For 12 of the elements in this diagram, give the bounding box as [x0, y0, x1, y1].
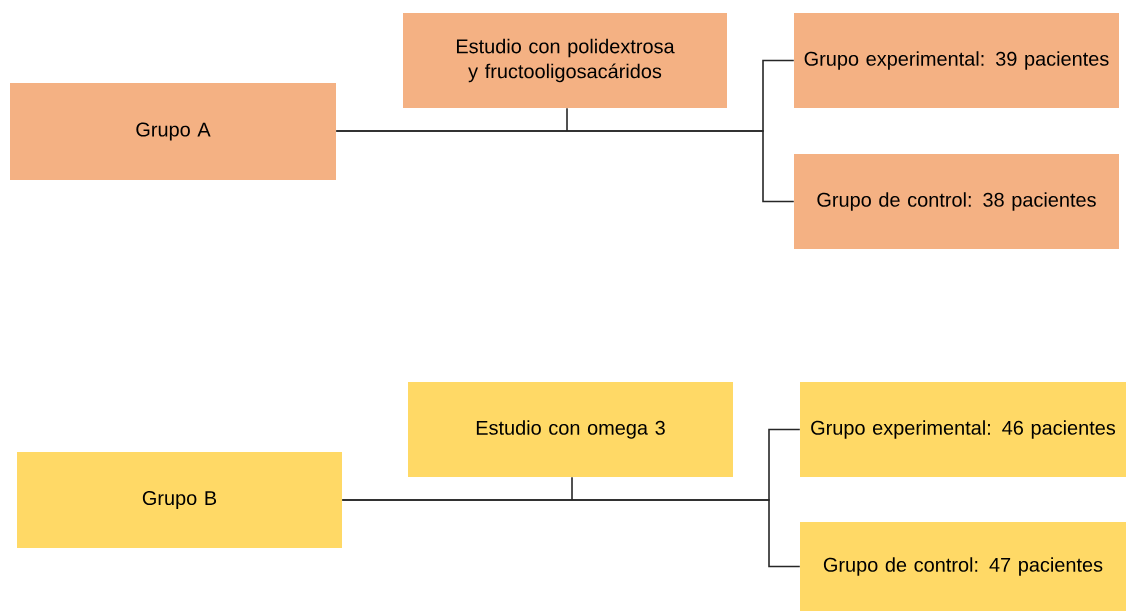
connector-line [335, 130, 795, 203]
connector-line [341, 499, 801, 568]
subgroup-box: Grupo experimental: 39 pacientes [794, 13, 1119, 108]
group-box: Grupo B [17, 452, 342, 548]
subgroup-box: Grupo experimental: 46 pacientes [800, 382, 1126, 477]
group-box: Grupo A [10, 83, 336, 180]
study-box: Estudio con polidextrosa y fructooligosacáridos [403, 13, 727, 108]
study-box: Estudio con omega 3 [408, 382, 733, 477]
connector-line [571, 476, 573, 501]
subgroup-box: Grupo de control: 38 pacientes [794, 154, 1119, 249]
subgroup-box: Grupo de control: 47 pacientes [800, 522, 1126, 611]
connector-line [566, 107, 568, 132]
